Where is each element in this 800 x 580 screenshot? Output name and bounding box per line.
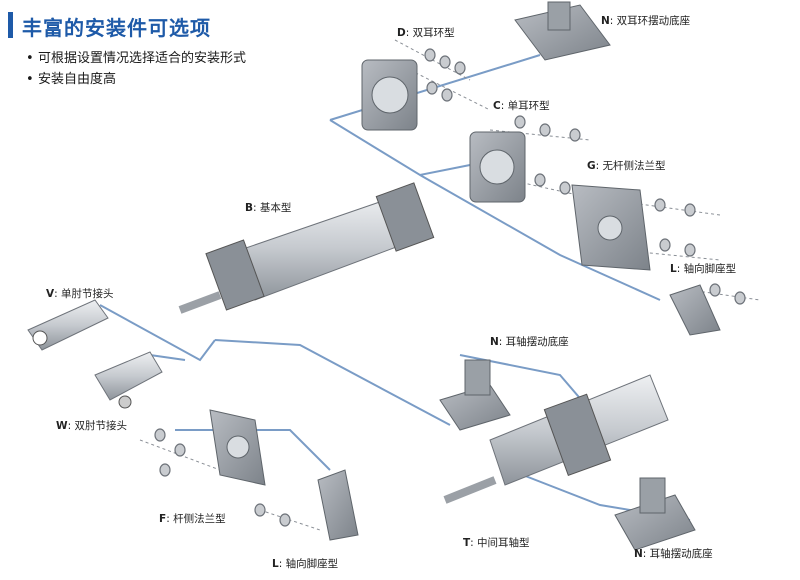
label-rod-flange: F: 杆侧法兰型 xyxy=(159,513,226,525)
rod-flange-part xyxy=(209,409,266,486)
double-knuckle-part xyxy=(94,351,163,409)
washer-nut-set xyxy=(154,48,746,527)
trunnion-pivot-bracket-mid xyxy=(439,359,511,431)
title-accent-bar xyxy=(8,12,13,38)
double-clevis-part xyxy=(361,59,418,131)
label-double-knuckle: W: 双肘节接头 xyxy=(56,420,127,432)
axial-foot-part-bottom xyxy=(317,469,359,541)
label-clevis-pivot-bracket: N: 双耳环摆动底座 xyxy=(601,15,691,27)
label-axial-foot-bottom: L: 轴向脚座型 xyxy=(272,558,339,570)
label-double-clevis: D: 双耳环型 xyxy=(397,27,455,39)
label-single-clevis: C: 单耳环型 xyxy=(493,100,550,112)
label-single-knuckle: V: 单肘节接头 xyxy=(46,288,114,300)
label-trunnion-pivot-bottom: N: 耳轴摆动底座 xyxy=(634,548,713,560)
head-flange-part xyxy=(571,184,651,271)
trunnion-pivot-bracket-bottom xyxy=(614,477,696,551)
label-head-flange: G: 无杆侧法兰型 xyxy=(587,160,666,172)
single-knuckle-part xyxy=(27,299,109,351)
feature-item: 可根据设置情况选择适合的安装形式 xyxy=(26,48,246,69)
label-axial-foot-right: L: 轴向脚座型 xyxy=(670,263,737,275)
axial-foot-part-right xyxy=(669,284,721,336)
label-center-trunnion: T: 中间耳轴型 xyxy=(463,537,530,549)
label-trunnion-pivot-mid: N: 耳轴摆动底座 xyxy=(490,336,569,348)
center-trunnion-cylinder xyxy=(443,374,669,504)
label-basic: B: 基本型 xyxy=(245,202,292,214)
single-clevis-part xyxy=(469,131,526,203)
feature-item: 安装自由度高 xyxy=(26,69,246,90)
page-title: 丰富的安装件可选项 xyxy=(22,16,211,40)
clevis-pivot-bracket xyxy=(514,1,611,61)
basic-cylinder xyxy=(178,182,435,314)
feature-list: 可根据设置情况选择适合的安装形式 安装自由度高 xyxy=(26,48,246,90)
